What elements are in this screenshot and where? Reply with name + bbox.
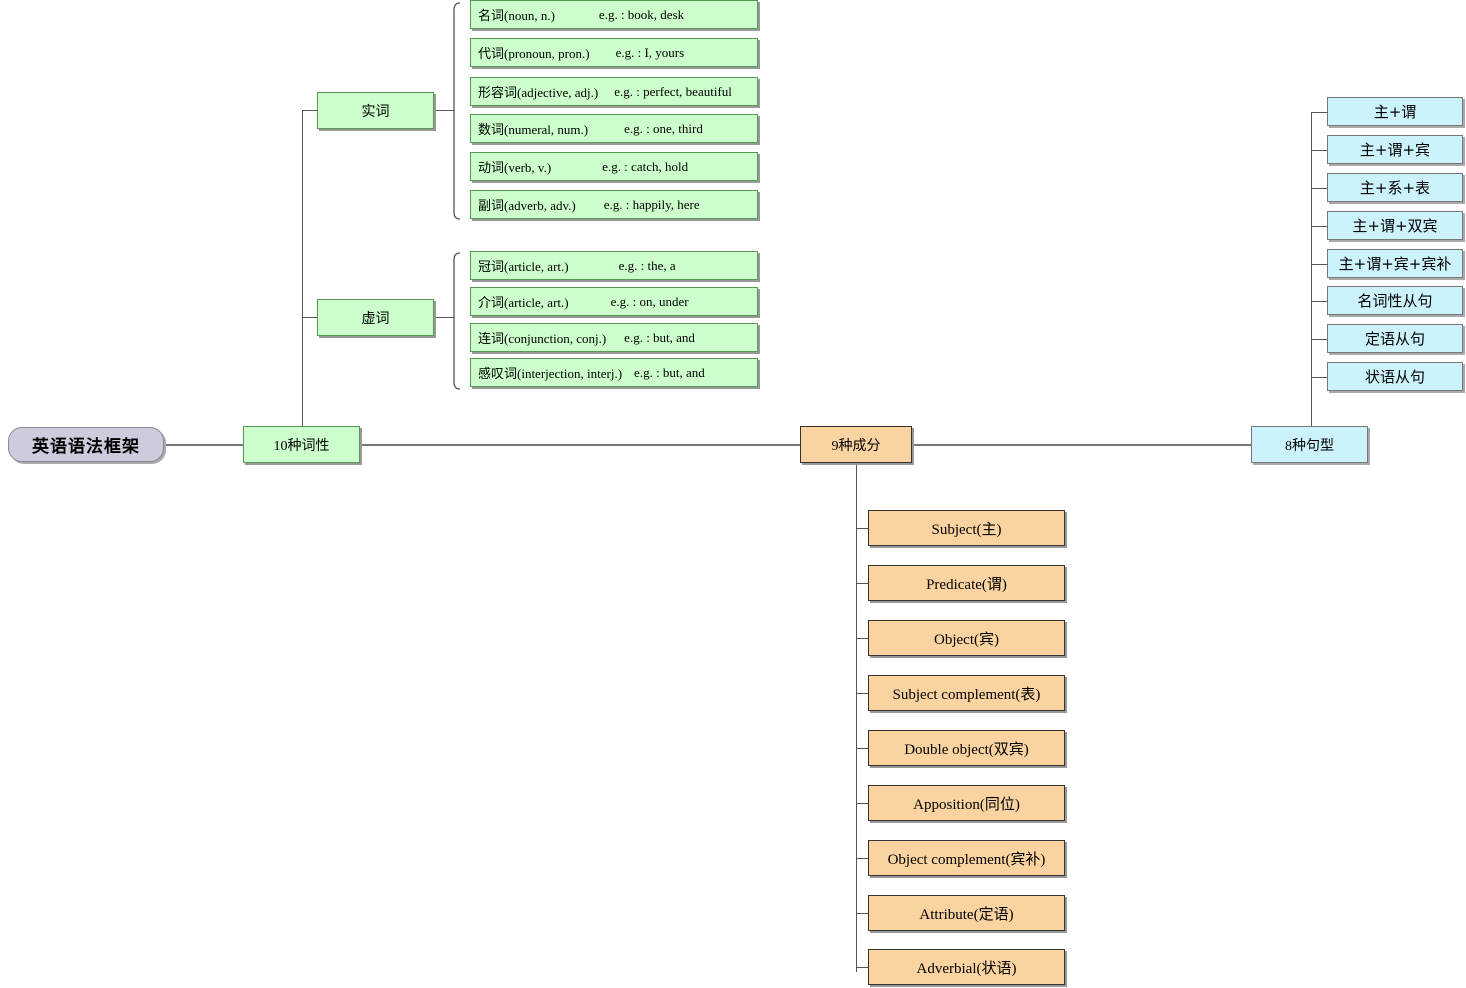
leaf-pronoun[interactable]: 代词(pronoun, pron.) e.g. : I, yours <box>470 38 758 67</box>
leaf-noun[interactable]: 名词(noun, n.) e.g. : book, desk <box>470 0 758 29</box>
leaf-adjective-example: e.g. : perfect, beautiful <box>614 83 732 99</box>
leaf-adverb-example: e.g. : happily, here <box>603 196 700 212</box>
leaf-conjunction-example: e.g. : but, and <box>624 329 695 345</box>
element-attribute[interactable]: Attribute(定语) <box>868 895 1065 931</box>
leaf-verb-term: 动词(verb, v.) <box>478 160 552 175</box>
pattern-svo[interactable]: 主+谓+宾 <box>1327 135 1463 164</box>
connector-elements-trunk <box>856 462 857 972</box>
pattern-adverbial-clause[interactable]: 状语从句 <box>1327 362 1463 391</box>
pattern-noun-clause[interactable]: 名词性从句 <box>1327 286 1463 315</box>
leaf-article[interactable]: 冠词(article, art.) e.g. : the, a <box>470 251 758 280</box>
group-node-xuci[interactable]: 虚词 <box>317 299 434 336</box>
brace-shici <box>453 2 461 220</box>
leaf-pronoun-example: e.g. : I, yours <box>615 44 685 60</box>
connector-element-stub-5 <box>856 748 870 749</box>
leaf-numeral-example: e.g. : one, third <box>624 120 703 136</box>
connector-elements-to-patterns <box>912 444 1251 446</box>
leaf-numeral[interactable]: 数词(numeral, num.) e.g. : one, third <box>470 114 758 143</box>
connector-element-stub-2 <box>856 583 870 584</box>
connector-element-stub-8 <box>856 913 870 914</box>
leaf-pronoun-term: 代词(pronoun, pron.) <box>478 46 590 61</box>
leaf-adjective[interactable]: 形容词(adjective, adj.) e.g. : perfect, bea… <box>470 77 758 106</box>
element-double-object[interactable]: Double object(双宾) <box>868 730 1065 766</box>
pattern-attributive-clause[interactable]: 定语从句 <box>1327 324 1463 353</box>
leaf-article-example: e.g. : the, a <box>618 257 676 273</box>
root-node[interactable]: 英语语法框架 <box>8 427 164 462</box>
branch-node-sentence-patterns[interactable]: 8种句型 <box>1251 426 1368 463</box>
leaf-preposition-term: 介词(article, art.) <box>478 295 569 310</box>
connector-pattern-stub-8 <box>1311 377 1327 378</box>
brace-xuci <box>453 252 461 390</box>
leaf-adjective-term: 形容词(adjective, adj.) <box>478 85 599 100</box>
connector-element-stub-7 <box>856 858 870 859</box>
leaf-conjunction[interactable]: 连词(conjunction, conj.) e.g. : but, and <box>470 323 758 352</box>
connector-element-stub-9 <box>856 967 870 968</box>
connector-pattern-stub-3 <box>1311 188 1327 189</box>
leaf-numeral-term: 数词(numeral, num.) <box>478 122 589 137</box>
leaf-noun-example: e.g. : book, desk <box>598 6 685 22</box>
connector-pattern-stub-4 <box>1311 226 1327 227</box>
leaf-interjection[interactable]: 感叹词(interjection, interj.) e.g. : but, a… <box>470 358 758 387</box>
connector-root-to-parts-of-speech <box>165 444 243 446</box>
pattern-svp[interactable]: 主+系+表 <box>1327 173 1463 202</box>
connector-element-stub-4 <box>856 693 870 694</box>
connector-parts-trunk <box>302 110 303 426</box>
leaf-verb[interactable]: 动词(verb, v.) e.g. : catch, hold <box>470 152 758 181</box>
leaf-interjection-term: 感叹词(interjection, interj.) <box>478 366 623 381</box>
connector-pattern-stub-7 <box>1311 339 1327 340</box>
leaf-article-term: 冠词(article, art.) <box>478 259 569 274</box>
connector-shici-stub <box>434 110 454 111</box>
connector-element-stub-3 <box>856 638 870 639</box>
element-object[interactable]: Object(宾) <box>868 620 1065 656</box>
leaf-preposition-example: e.g. : on, under <box>610 293 689 309</box>
leaf-conjunction-term: 连词(conjunction, conj.) <box>478 331 607 346</box>
branch-node-sentence-elements[interactable]: 9种成分 <box>800 426 912 463</box>
leaf-preposition[interactable]: 介词(article, art.) e.g. : on, under <box>470 287 758 316</box>
connector-pattern-stub-2 <box>1311 150 1327 151</box>
connector-pattern-stub-6 <box>1311 301 1327 302</box>
pattern-svoc[interactable]: 主+谓+宾+宾补 <box>1327 249 1463 278</box>
connector-parts-to-shici <box>302 110 318 111</box>
element-subject[interactable]: Subject(主) <box>868 510 1065 546</box>
connector-element-stub-6 <box>856 803 870 804</box>
connector-pattern-stub-1 <box>1311 112 1327 113</box>
pattern-svoo[interactable]: 主+谓+双宾 <box>1327 211 1463 240</box>
pattern-sv[interactable]: 主+谓 <box>1327 97 1463 126</box>
connector-element-stub-1 <box>856 528 870 529</box>
connector-parts-to-elements <box>360 444 800 446</box>
element-object-complement[interactable]: Object complement(宾补) <box>868 840 1065 876</box>
element-adverbial[interactable]: Adverbial(状语) <box>868 949 1065 985</box>
leaf-verb-example: e.g. : catch, hold <box>602 158 689 174</box>
connector-xuci-stub <box>434 317 454 318</box>
element-subject-complement[interactable]: Subject complement(表) <box>868 675 1065 711</box>
leaf-noun-term: 名词(noun, n.) <box>478 8 555 23</box>
branch-node-parts-of-speech[interactable]: 10种词性 <box>243 426 360 463</box>
leaf-adverb-term: 副词(adverb, adv.) <box>478 198 576 213</box>
connector-patterns-trunk <box>1311 112 1312 428</box>
connector-pattern-stub-5 <box>1311 264 1327 265</box>
leaf-adverb[interactable]: 副词(adverb, adv.) e.g. : happily, here <box>470 190 758 219</box>
element-apposition[interactable]: Apposition(同位) <box>868 785 1065 821</box>
connector-parts-to-xuci <box>302 317 318 318</box>
group-node-shici[interactable]: 实词 <box>317 92 434 129</box>
leaf-interjection-example: e.g. : but, and <box>634 364 705 380</box>
element-predicate[interactable]: Predicate(谓) <box>868 565 1065 601</box>
